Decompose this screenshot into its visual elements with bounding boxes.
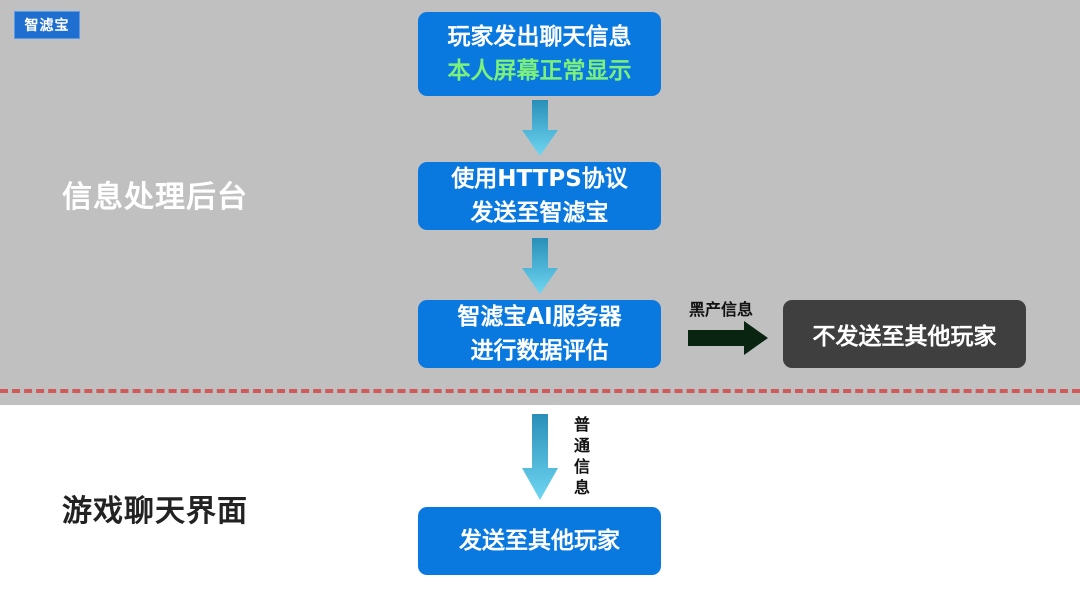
node-send-via-https: 使用HTTPS协议 发送至智滤宝 xyxy=(418,162,661,230)
node-label: 玩家发出聊天信息 xyxy=(447,24,632,50)
node-player-sends-message: 玩家发出聊天信息 本人屏幕正常显示 xyxy=(418,12,661,96)
flow-arrow-2 xyxy=(522,238,558,294)
chat-ui-zone-label: 游戏聊天界面 xyxy=(62,494,248,529)
node-label: 不发送至其他玩家 xyxy=(812,324,997,350)
node-ai-server-evaluation: 智滤宝AI服务器 进行数据评估 xyxy=(418,300,661,368)
backend-zone-label: 信息处理后台 xyxy=(62,180,248,215)
node-label: 发送至其他玩家 xyxy=(459,528,620,554)
flow-arrow-blackmarket xyxy=(688,321,768,355)
zone-divider xyxy=(0,389,1080,393)
node-do-not-send: 不发送至其他玩家 xyxy=(783,300,1026,368)
brand-logo: 智滤宝 xyxy=(14,11,80,39)
node-label: 使用HTTPS协议 xyxy=(451,166,628,192)
flow-arrow-normal xyxy=(522,414,558,500)
edge-label-blackmarket: 黑产信息 xyxy=(689,300,754,319)
node-send-to-other-players: 发送至其他玩家 xyxy=(418,507,661,575)
node-label: 智滤宝AI服务器 xyxy=(457,304,622,330)
node-sublabel: 本人屏幕正常显示 xyxy=(447,58,632,84)
node-sublabel: 进行数据评估 xyxy=(470,338,609,364)
edge-label-normal: 普通信息 xyxy=(573,415,590,497)
node-sublabel: 发送至智滤宝 xyxy=(470,200,609,226)
flow-arrow-1 xyxy=(522,100,558,156)
